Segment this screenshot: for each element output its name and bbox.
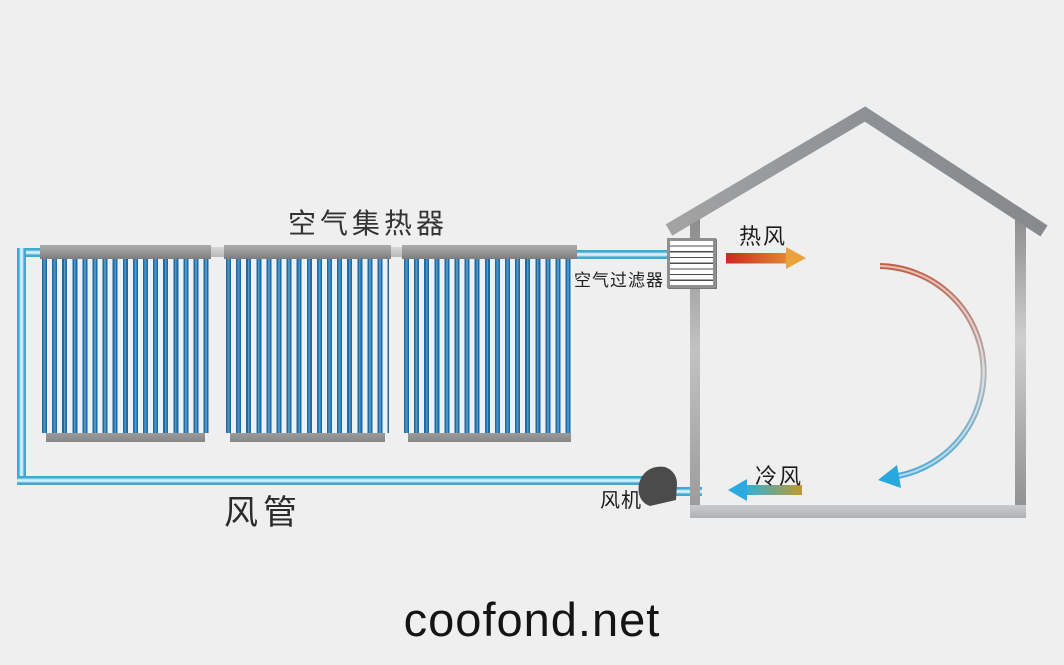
- cold-air-label: 冷风: [755, 465, 804, 490]
- fan-label: 风机: [600, 488, 642, 512]
- collector-foot-bar: [408, 433, 571, 442]
- collector-panel-2: [224, 245, 391, 442]
- collector-panel-3: [402, 245, 577, 442]
- house-roof: [665, 106, 1048, 237]
- panel-connector: [211, 247, 224, 257]
- collector-tubes: [42, 259, 209, 433]
- collector-panel-1: [40, 245, 211, 442]
- air-filter-box: [667, 238, 716, 288]
- collector-header-bar: [402, 245, 577, 259]
- collector-header-bar: [224, 245, 391, 259]
- collector-foot-bar: [230, 433, 385, 442]
- house-floor: [690, 505, 1026, 518]
- hot-air-arrow: [726, 247, 806, 269]
- collector-foot-bar: [46, 433, 205, 442]
- duct-pipe-left-vertical: [17, 248, 26, 485]
- watermark-text: coofond.net: [403, 593, 661, 646]
- collector-tubes: [226, 259, 389, 433]
- collector-label: 空气集热器: [288, 207, 449, 240]
- collector-header-bar: [40, 245, 211, 259]
- duct-label: 风管: [224, 493, 302, 533]
- panel-connector: [391, 247, 402, 257]
- filter-label: 空气过滤器: [574, 271, 664, 291]
- hot-air-label: 热风: [739, 225, 788, 250]
- duct-pipe-fan-to-house: [660, 487, 702, 496]
- duct-pipe-top-stub: [17, 248, 45, 257]
- duct-pipe-bottom: [17, 476, 655, 485]
- cold-air-arrow: [728, 479, 802, 501]
- circulation-arc: [878, 263, 987, 488]
- duct-pipe-collector-to-filter: [577, 250, 669, 259]
- house-left-wall: [690, 214, 700, 515]
- collector-tubes: [404, 259, 575, 433]
- house-right-wall: [1015, 211, 1026, 515]
- fan-icon: [638, 466, 677, 506]
